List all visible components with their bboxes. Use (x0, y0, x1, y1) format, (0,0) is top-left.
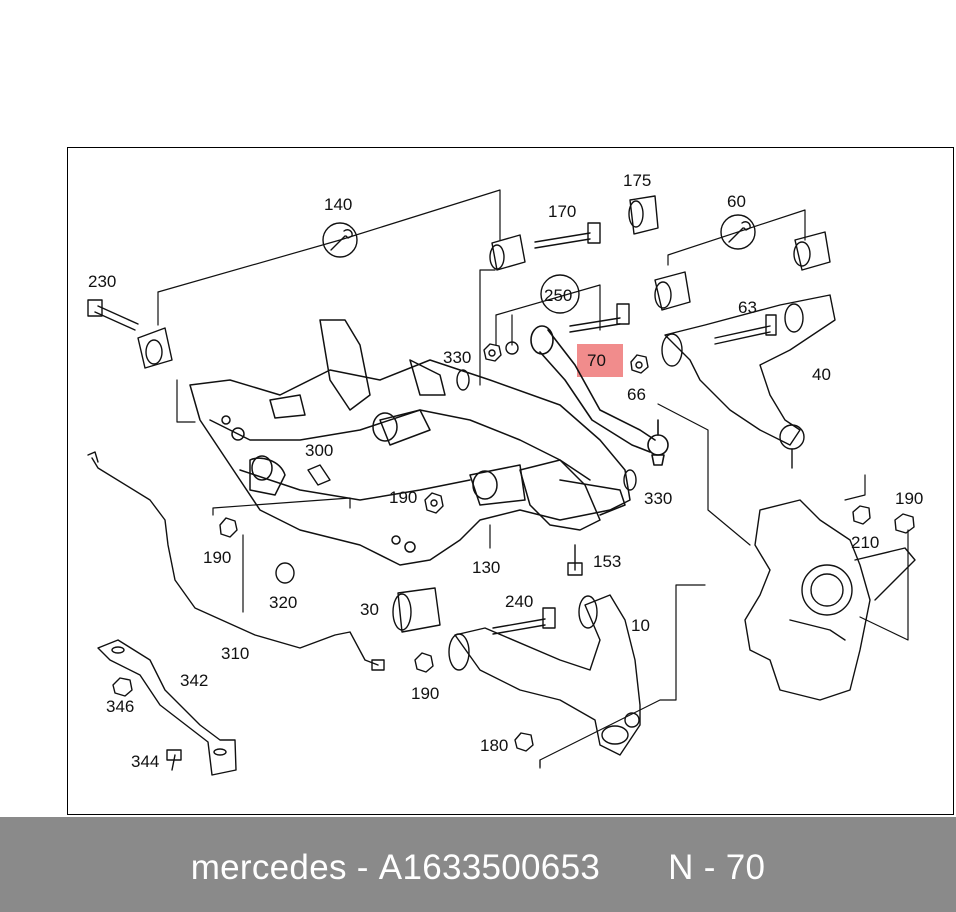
caption-position: N - 70 (668, 848, 766, 887)
label-153: 153 (593, 552, 622, 571)
label-190-bottom: 190 (411, 684, 440, 703)
bushings (137, 195, 831, 633)
label-310: 310 (221, 644, 250, 663)
caption-brand: mercedes (190, 848, 347, 887)
label-346: 346 (106, 697, 135, 716)
label-180: 180 (480, 736, 509, 755)
caption-bar (0, 817, 956, 912)
label-240: 240 (505, 592, 534, 611)
label-330-right: 330 (644, 489, 673, 508)
link-arm-70 (530, 325, 669, 466)
label-70: 70 (587, 351, 606, 370)
label-230: 230 (88, 272, 117, 291)
upper-arm-40 (661, 294, 836, 469)
wrench-icon-140 (322, 222, 358, 258)
label-10: 10 (631, 616, 650, 635)
label-210: 210 (851, 533, 880, 552)
callout-circle-250 (540, 274, 580, 314)
label-130: 130 (472, 558, 501, 577)
label-300: 300 (305, 441, 334, 460)
label-250: 250 (544, 286, 573, 305)
label-60: 60 (727, 192, 746, 211)
label-190-left: 190 (203, 548, 232, 567)
label-190-center: 190 (389, 488, 418, 507)
nuts (112, 341, 915, 752)
label-330-upper: 330 (443, 348, 472, 367)
caption-text: mercedes - A1633500653 N - 70 (0, 848, 956, 888)
lower-arm-10 (448, 594, 641, 756)
label-170: 170 (548, 202, 577, 221)
subframe (189, 319, 631, 566)
caption-part-number: A1633500653 (378, 848, 601, 887)
label-320: 320 (269, 593, 298, 612)
label-175: 175 (623, 171, 652, 190)
bolts (87, 222, 777, 771)
caption-dash: - (356, 848, 369, 887)
label-190-right: 190 (895, 489, 924, 508)
steering-knuckle (744, 499, 916, 701)
bracket-342 (97, 639, 237, 776)
highlight-marker (577, 344, 623, 377)
label-66: 66 (627, 385, 646, 404)
label-140: 140 (324, 195, 353, 214)
label-344: 344 (131, 752, 160, 771)
leader-lines (157, 189, 909, 769)
label-30: 30 (360, 600, 379, 619)
label-40: 40 (812, 365, 831, 384)
wrench-icon-60 (720, 214, 756, 250)
diagram-frame (67, 147, 954, 815)
sway-bar-310 (87, 451, 385, 671)
label-63: 63 (738, 298, 757, 317)
label-342: 342 (180, 671, 209, 690)
